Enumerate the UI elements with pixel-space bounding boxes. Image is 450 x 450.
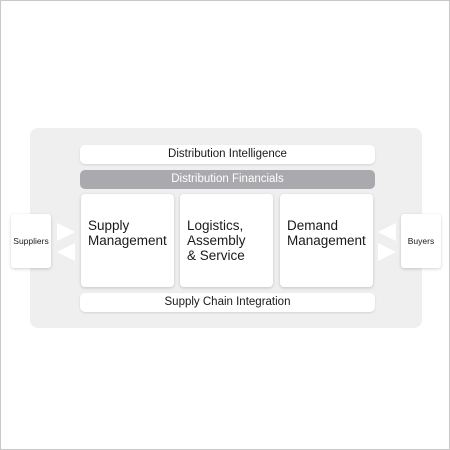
box-label-line: Management — [287, 233, 366, 248]
suppliers-node: Suppliers — [11, 214, 51, 268]
distribution-intelligence-bar: Distribution Intelligence — [80, 145, 375, 164]
box-label-line: Logistics, — [187, 218, 244, 233]
box-label-line: Assembly — [187, 233, 246, 248]
box-label-line: Demand — [287, 218, 339, 233]
buyers-node: Buyers — [401, 214, 441, 268]
logistics-assembly-service-box: Logistics, Assembly & Service — [180, 194, 273, 287]
box-label-line: Supply — [88, 218, 130, 233]
supply-management-box: Supply Management — [81, 194, 174, 287]
distribution-financials-bar: Distribution Financials — [80, 170, 375, 189]
demand-management-box: Demand Management — [280, 194, 373, 287]
box-label-line: & Service — [187, 248, 245, 263]
box-label-line: Management — [88, 233, 167, 248]
supply-chain-integration-bar: Supply Chain Integration — [80, 293, 375, 312]
